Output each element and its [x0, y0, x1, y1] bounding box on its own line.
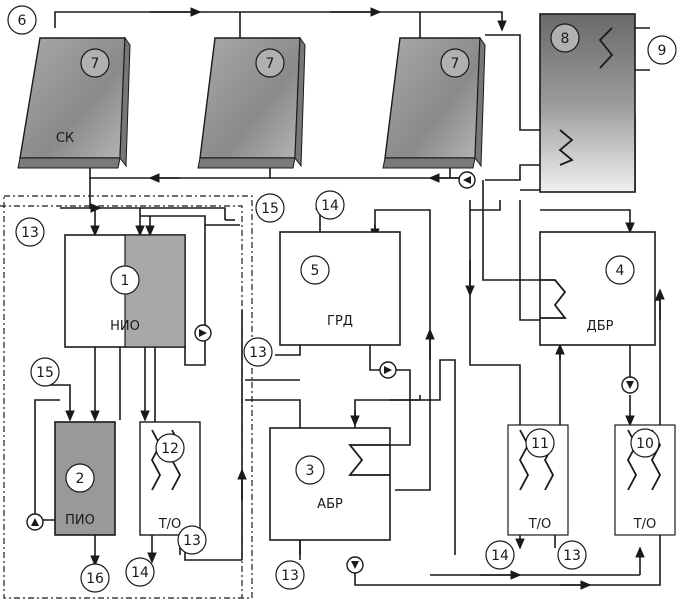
label-15b: 15	[36, 365, 54, 381]
grd-box	[279, 231, 401, 346]
label-12: 12	[161, 441, 179, 457]
label-11: 11	[531, 436, 549, 452]
pio-inflow	[45, 384, 75, 422]
abr-box	[269, 427, 391, 541]
label-14b: 14	[131, 565, 149, 581]
label-6: 6	[18, 13, 27, 29]
solar-collector-2	[197, 36, 306, 169]
label-7c: 7	[451, 56, 460, 72]
label-13a: 13	[21, 225, 39, 241]
feed-pipe-3	[140, 215, 240, 226]
pump-icon	[194, 324, 212, 342]
dbr-box	[539, 231, 656, 346]
pump-icon	[458, 171, 476, 189]
label-10: 10	[636, 436, 654, 452]
nio-box-shaded	[124, 234, 186, 348]
label-3: 3	[306, 463, 315, 479]
feed-pipe-1	[89, 178, 226, 220]
abr-coil	[348, 444, 390, 476]
building-outline	[3, 195, 253, 599]
label-abr: АБР	[317, 497, 343, 512]
label-hx-11: Т/О	[528, 517, 552, 532]
label-nio: НИО	[110, 319, 140, 334]
label-dbr: ДБР	[587, 319, 614, 334]
label-16: 16	[86, 571, 104, 587]
pipe-top-dbr	[470, 200, 501, 211]
label-9: 9	[658, 43, 667, 59]
label-collector: СК	[56, 131, 74, 146]
grd-13-in	[275, 345, 301, 356]
label-13d: 13	[281, 568, 299, 584]
label-hx-12: Т/О	[158, 517, 182, 532]
grd-pump-out	[390, 369, 411, 446]
tank-coil-top	[598, 27, 614, 69]
grd-top-feed	[374, 209, 431, 491]
dbr-coil	[540, 279, 567, 319]
pump-icon	[379, 361, 397, 379]
tank-coil-bottom	[558, 129, 574, 166]
label-7b: 7	[266, 56, 275, 72]
label-pio: ПИО	[65, 513, 95, 528]
solar-collector-1	[17, 36, 131, 169]
label-14c: 14	[491, 548, 509, 564]
label-1: 1	[121, 273, 130, 289]
label-13c: 13	[183, 533, 201, 549]
pipe-to-dbr	[482, 180, 540, 281]
label-5: 5	[311, 263, 320, 279]
abr-right-pipe	[390, 359, 456, 555]
label-15a: 15	[261, 201, 279, 217]
label-13e: 13	[563, 548, 581, 564]
label-4: 4	[616, 263, 625, 279]
pio-loop	[34, 399, 60, 521]
label-13b: 13	[249, 345, 267, 361]
pump-icon	[346, 556, 364, 574]
top-header-pipe	[54, 11, 507, 32]
solar-collector-3	[382, 36, 486, 169]
label-hx-10: Т/О	[633, 517, 657, 532]
building-outline-inner	[0, 205, 243, 598]
label-2: 2	[76, 471, 85, 487]
pipe-to-dbr-top	[540, 209, 635, 234]
label-7a: 7	[91, 56, 100, 72]
pump-icon	[621, 376, 639, 394]
label-8: 8	[561, 31, 570, 47]
abr-left-pipe	[245, 399, 301, 428]
pump-icon	[26, 513, 44, 531]
abr-pump-out	[354, 535, 661, 586]
pipe-left-vert	[469, 200, 521, 430]
nio-pump-loop	[184, 225, 206, 366]
label-14a: 14	[321, 198, 339, 214]
label-grd: ГРД	[327, 314, 353, 329]
